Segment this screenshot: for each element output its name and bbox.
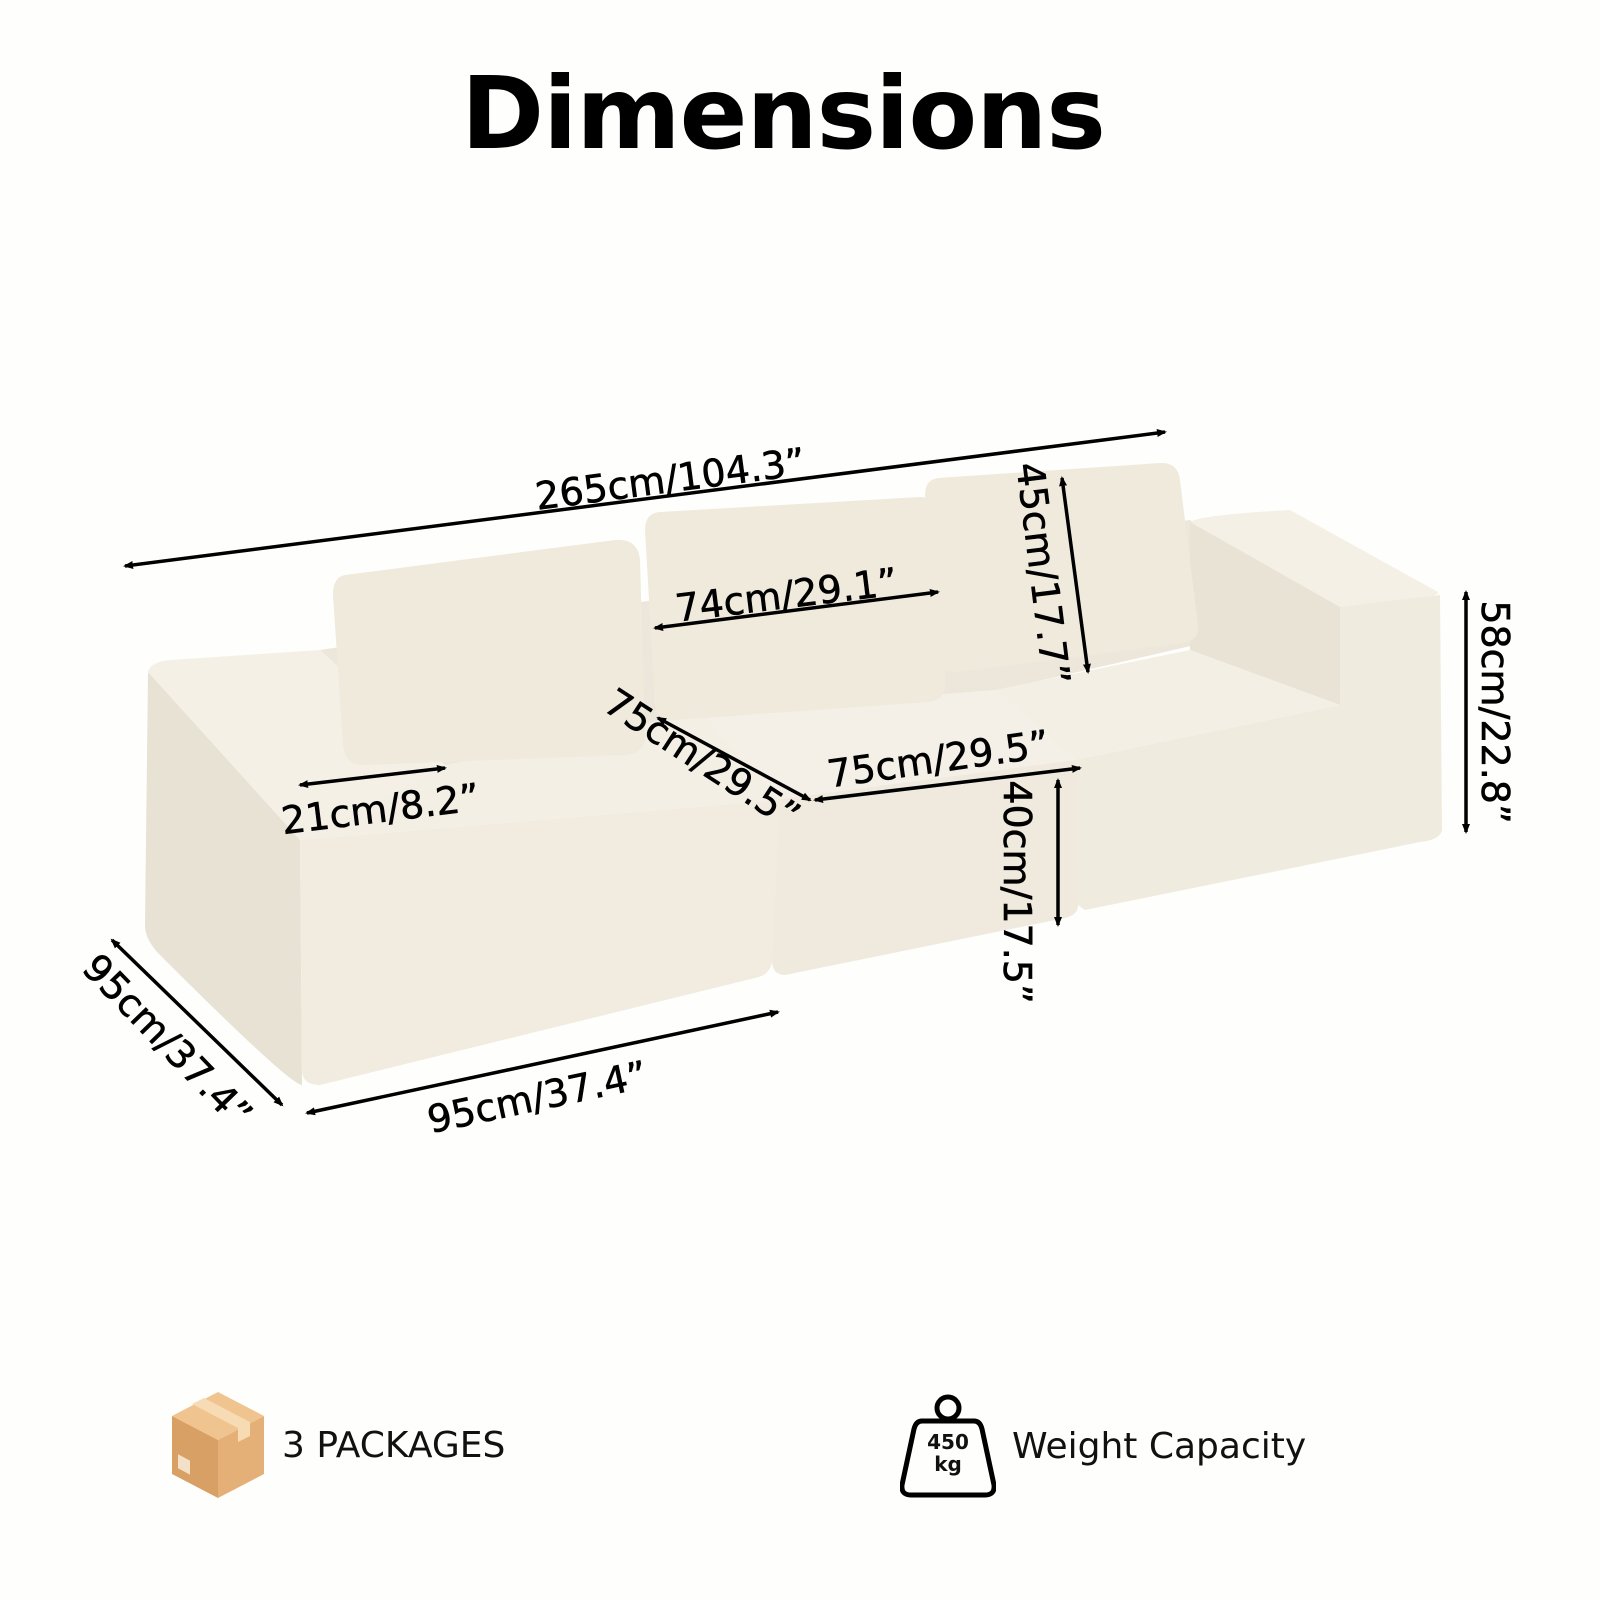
packages-label: 3 PACKAGES [282, 1424, 506, 1466]
weight-capacity-info: 450 kg Weight Capacity [900, 1393, 1306, 1499]
seat-depth-arrow [656, 716, 812, 802]
end-module-width-label: 95cm/37.4” [423, 1053, 651, 1142]
right-arm-inner [1190, 520, 1340, 705]
middle-module-front [772, 760, 1078, 975]
weight-capacity-label: Weight Capacity [1012, 1425, 1307, 1467]
seat-height-label: 40cm/17.5” [995, 780, 1039, 1003]
overall-length-arrow [123, 429, 1167, 569]
cardboard-box-icon [172, 1392, 264, 1498]
dimension-arrows [110, 429, 1470, 1116]
end-module-width-arrow [305, 1009, 780, 1116]
right-module-front [1075, 595, 1442, 910]
weight-unit: kg [934, 1452, 962, 1476]
seat-width-arrow [813, 764, 1082, 804]
cushion-width-arrow [653, 589, 940, 631]
cushion-height-arrow [1059, 476, 1091, 674]
page-title: Dimensions [461, 55, 1106, 172]
overall-height-label: 58cm/22.8” [1473, 600, 1517, 823]
right-seat-top [995, 650, 1340, 760]
back-cushion-left [333, 539, 645, 766]
arm-width-arrow [298, 764, 447, 789]
packages-info: 3 PACKAGES [170, 1390, 505, 1500]
right-arm-top [1190, 510, 1439, 607]
weight-icon: 450 kg [900, 1393, 996, 1499]
sofa-illustration [145, 462, 1442, 1085]
weight-value: 450 [927, 1430, 969, 1454]
overall-depth-arrow [110, 938, 284, 1107]
left-module-front [300, 800, 780, 1085]
